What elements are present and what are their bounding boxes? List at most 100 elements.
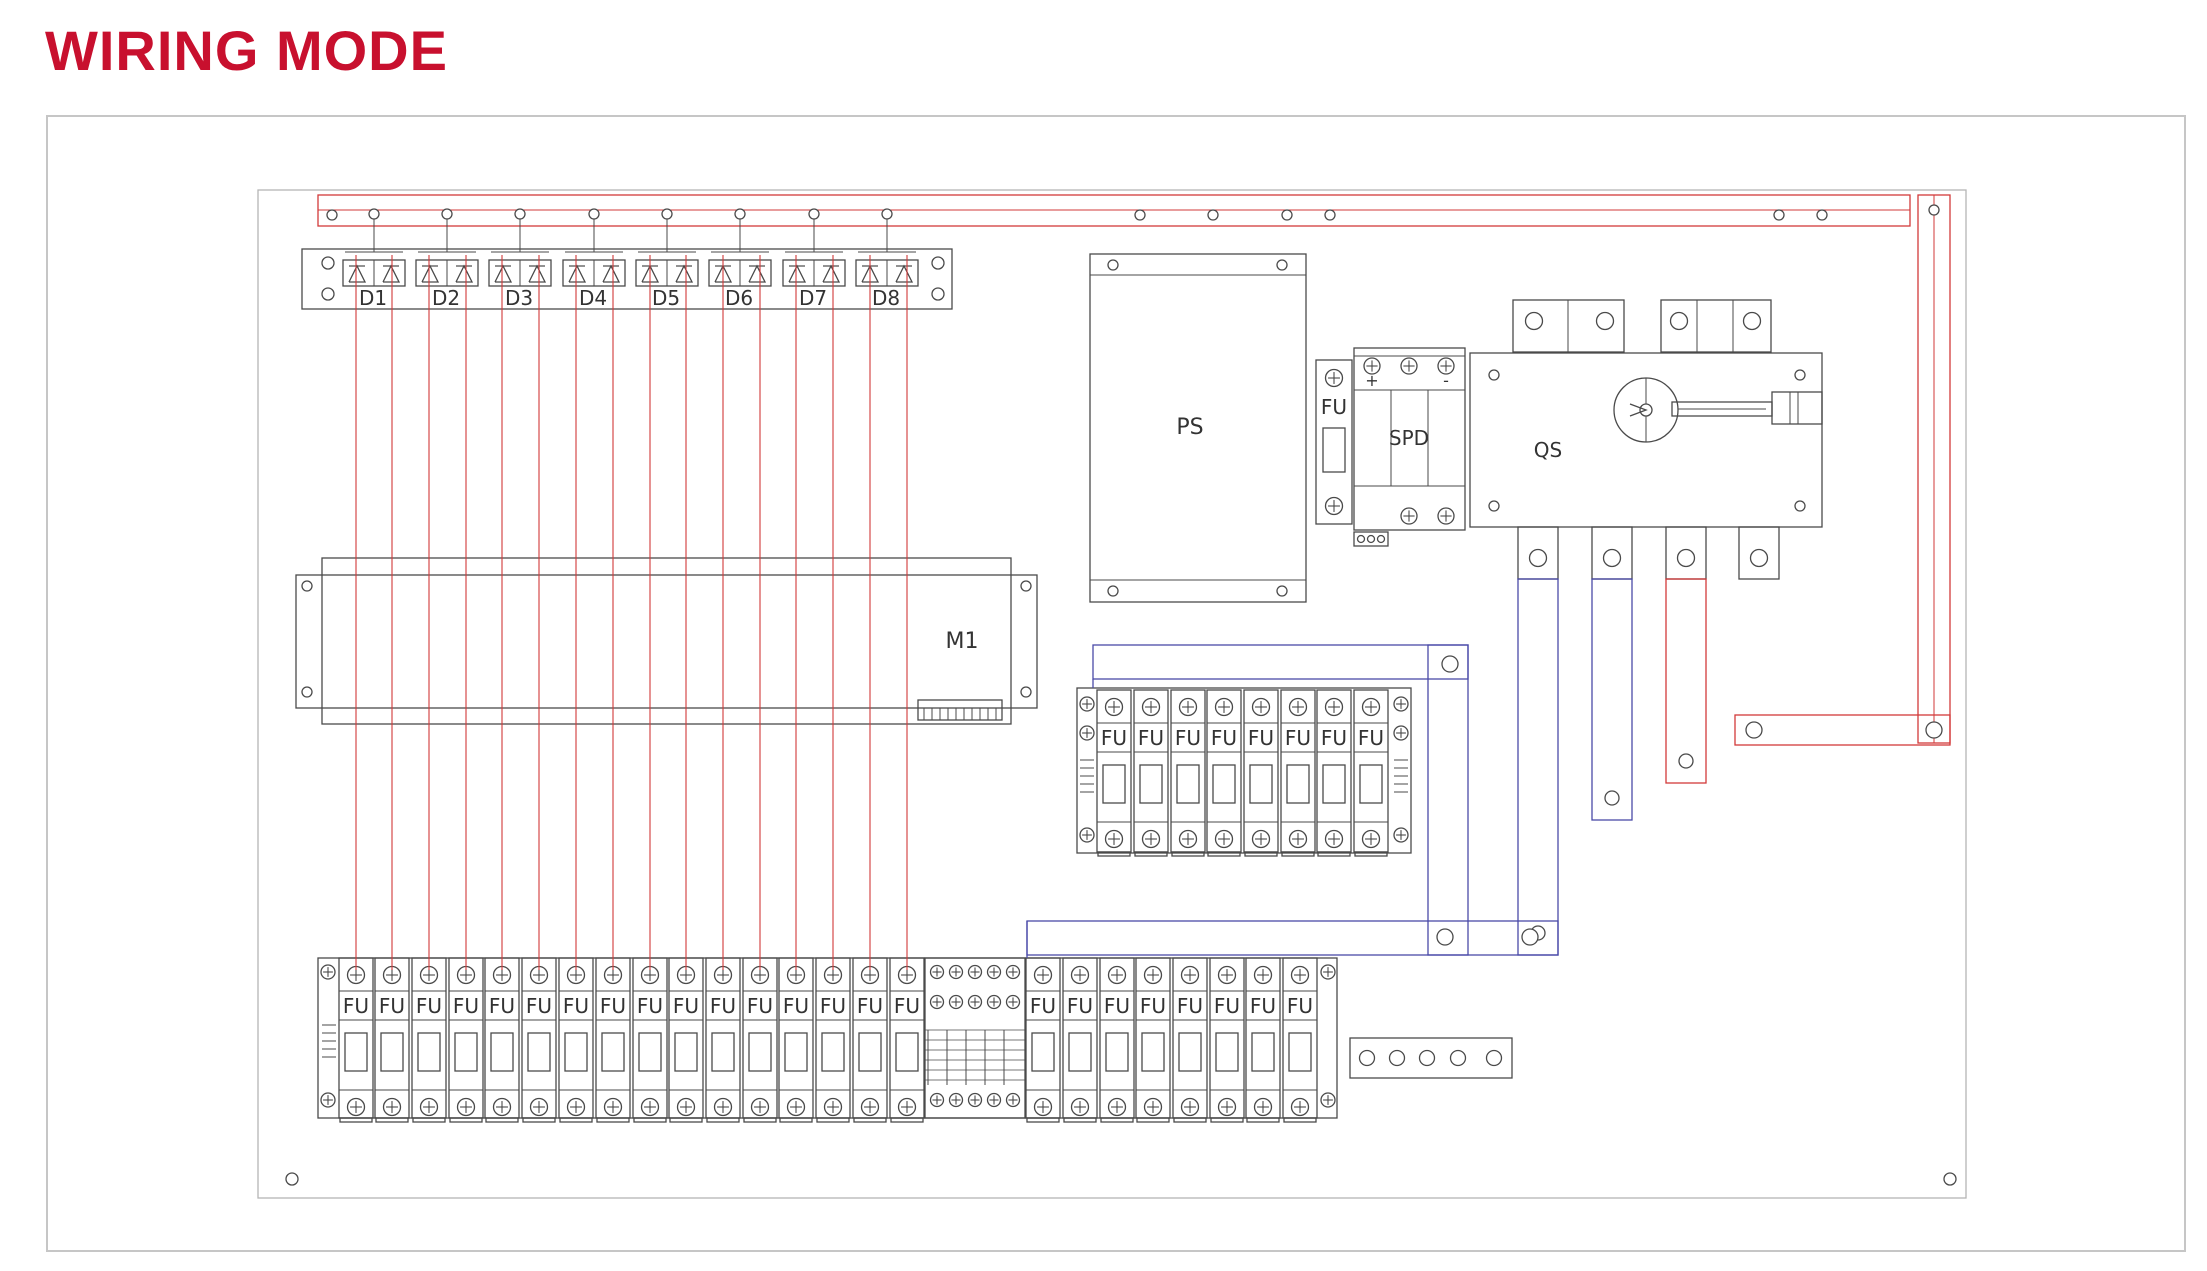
screw-icon — [1079, 827, 1095, 843]
screw-icon — [566, 1097, 586, 1117]
screw-icon — [948, 994, 964, 1010]
diode-label: D2 — [432, 286, 460, 310]
terminal-hole — [1595, 311, 1615, 331]
fuse-label: FU — [379, 994, 405, 1018]
screw-icon — [1253, 1097, 1273, 1117]
fuse-label: FU — [1358, 726, 1384, 750]
screw-icon — [823, 1097, 843, 1117]
diode-d7: D7 — [782, 208, 846, 310]
fuse-label: FU — [1138, 726, 1164, 750]
screw-icon — [382, 965, 402, 985]
fuse-cartridge — [1102, 764, 1126, 804]
fuse-holder: FU — [448, 957, 484, 1123]
fuse-cartridge — [1176, 764, 1200, 804]
screw-icon — [1005, 964, 1021, 980]
disconnect-switch: QS — [1469, 299, 1823, 528]
diode-symbol-icon — [421, 264, 440, 283]
diode-symbol-icon — [675, 264, 694, 283]
terminal-hole — [1676, 548, 1696, 568]
screw-icon — [860, 1097, 880, 1117]
fuse-cartridge — [858, 1032, 882, 1072]
bus-hole — [1816, 209, 1828, 221]
screw-icon — [713, 965, 733, 985]
screw-icon — [967, 994, 983, 1010]
fuse-holder: FU — [1353, 689, 1389, 857]
fuse-cartridge — [1359, 764, 1383, 804]
mounting-hole — [1488, 500, 1500, 512]
terminal-block — [924, 957, 1026, 1119]
screw-icon — [676, 1097, 696, 1117]
fuse-holder: FU — [1316, 689, 1352, 857]
screw-icon — [897, 1097, 917, 1117]
screw-icon — [1214, 697, 1234, 717]
terminal-hole — [1602, 548, 1622, 568]
fuse-holder: FU — [374, 957, 410, 1123]
screw-icon — [320, 964, 336, 980]
bus-hole — [1925, 721, 1943, 739]
screw-icon — [1104, 697, 1124, 717]
screw-icon — [1288, 697, 1308, 717]
switch-output-busbar — [1665, 526, 1707, 784]
diode-symbol-icon — [602, 264, 621, 283]
screw-icon — [1290, 965, 1310, 985]
fuse-cartridge — [1031, 1032, 1055, 1072]
diode-symbol-icon — [348, 264, 367, 283]
fuse-holder: FU — [1282, 957, 1318, 1123]
screw-icon — [1143, 965, 1163, 985]
screw-icon — [1079, 696, 1095, 712]
fuse-holder: FU — [484, 957, 520, 1123]
diagram-frame — [46, 115, 2186, 1252]
screw-icon — [986, 964, 1002, 980]
fuse-holder: FU — [1170, 689, 1206, 857]
fuse-holder: FU — [1245, 957, 1281, 1123]
fuse-holder: FU — [1206, 689, 1242, 857]
fuse-cartridge — [1286, 764, 1310, 804]
fuse-label: FU — [563, 994, 589, 1018]
blue-busbar-network — [1026, 644, 1559, 958]
fuse-cartridge — [821, 1032, 845, 1072]
screw-icon — [1324, 697, 1344, 717]
fuse-label: FU — [1030, 994, 1056, 1018]
fuse-label: FU — [1067, 994, 1093, 1018]
screw-icon — [1290, 1097, 1310, 1117]
screw-icon — [1141, 697, 1161, 717]
screw-icon — [1070, 1097, 1090, 1117]
terminal-hole — [1524, 311, 1544, 331]
fuse-cartridge — [674, 1032, 698, 1072]
fuse-label: FU — [1287, 994, 1313, 1018]
bus-hole — [1281, 209, 1293, 221]
screw-icon — [1361, 697, 1381, 717]
screw-icon — [566, 965, 586, 985]
fuse-label: FU — [1140, 994, 1166, 1018]
fuse-cartridge — [1141, 1032, 1165, 1072]
screw-icon — [1393, 696, 1409, 712]
screw-icon — [1320, 1092, 1336, 1108]
screw-icon — [1178, 697, 1198, 717]
screw-icon — [948, 964, 964, 980]
fuse-cartridge — [1251, 1032, 1275, 1072]
screw-icon — [986, 994, 1002, 1010]
bus-hole — [1324, 209, 1336, 221]
bus-hole — [1928, 204, 1940, 216]
screw-icon — [1079, 725, 1095, 741]
fuse-label: FU — [1211, 726, 1237, 750]
diode-terminal — [808, 208, 820, 220]
fuse-label: FU — [820, 994, 846, 1018]
fuse-label: FU — [747, 994, 773, 1018]
terminal-hole — [1485, 1049, 1503, 1067]
bus-hole — [1436, 928, 1454, 946]
bus-hole — [1441, 655, 1459, 673]
monitor-connector — [917, 699, 1003, 721]
diode-symbol-icon — [568, 264, 587, 283]
screw-icon — [1214, 829, 1234, 849]
bus-hole — [1207, 209, 1219, 221]
mounting-hole — [931, 256, 945, 270]
terminal-hole — [1749, 548, 1769, 568]
screw-icon — [1251, 829, 1271, 849]
fuse-holder: FU — [1099, 957, 1135, 1123]
terminal-hole — [1388, 1049, 1406, 1067]
fuse-label: FU — [416, 994, 442, 1018]
diode-d6: D6 — [708, 208, 772, 310]
mounting-hole — [931, 287, 945, 301]
